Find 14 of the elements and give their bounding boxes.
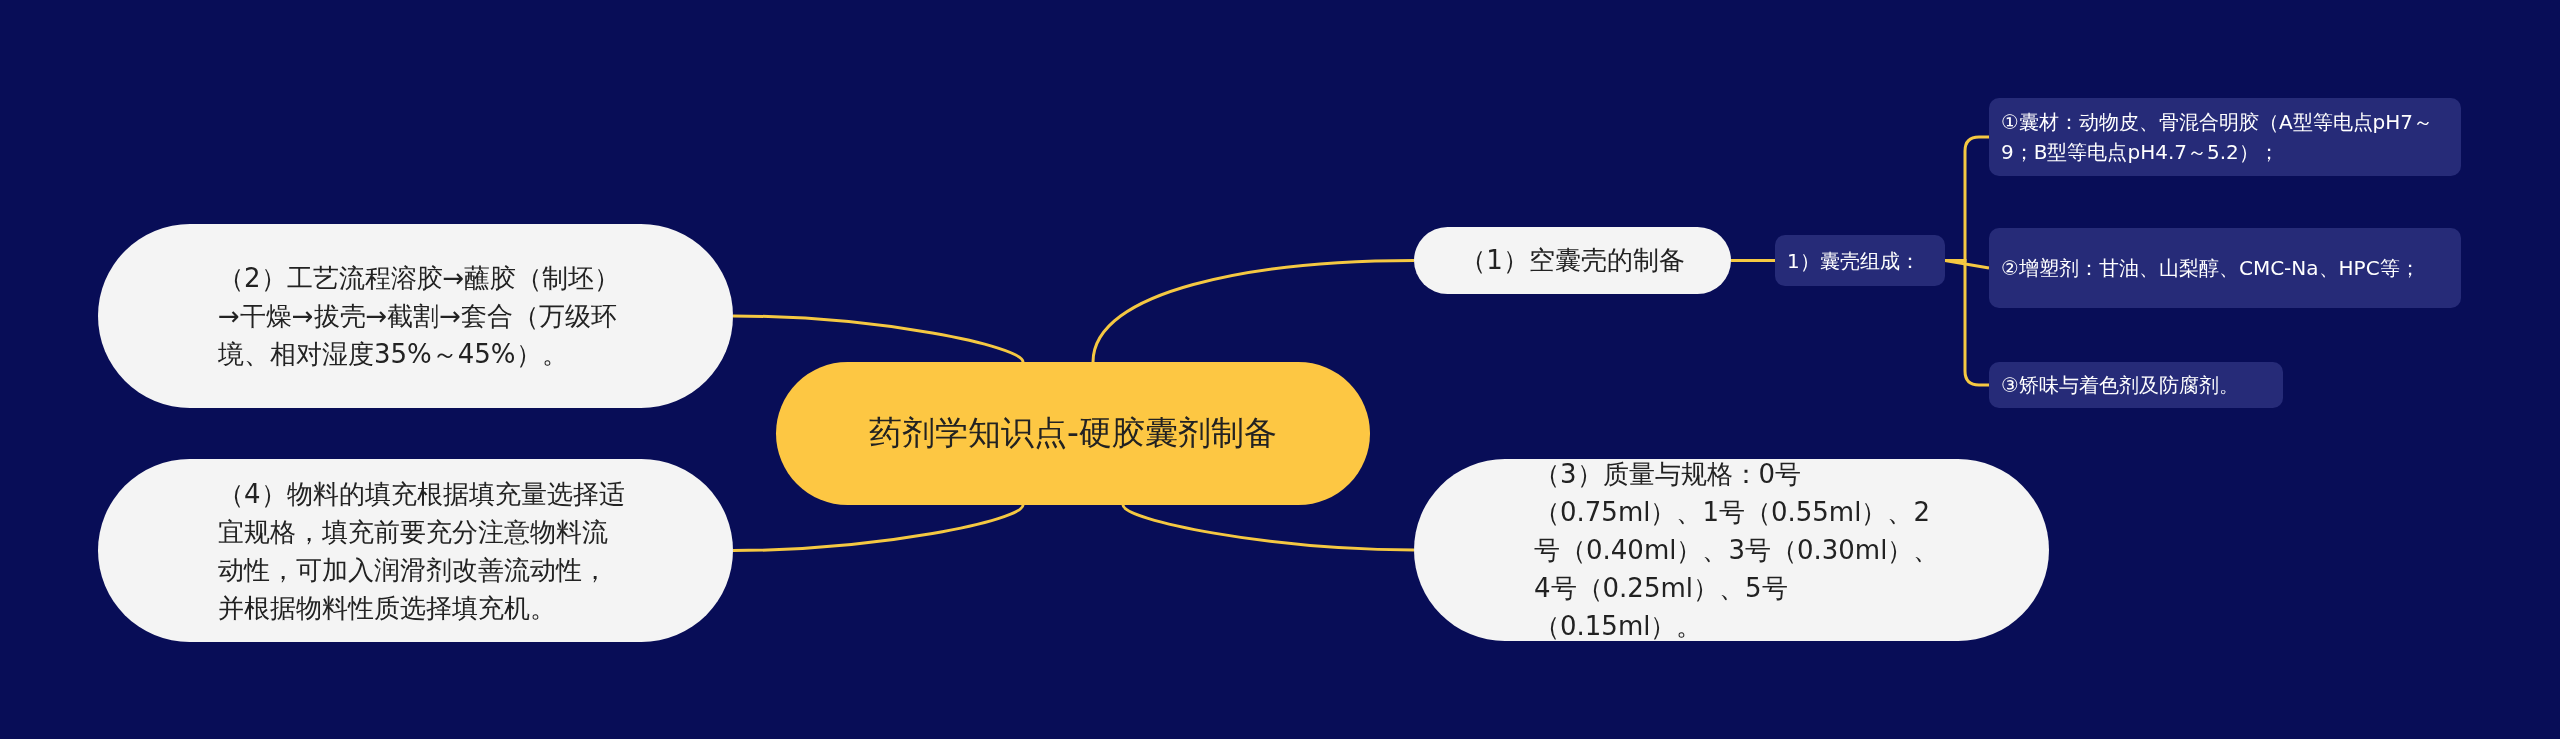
subtopic-box: ①囊材：动物皮、骨混合明胶（A型等电点pH7～9；B型等电点pH4.7～5.2）； bbox=[1989, 98, 2461, 176]
subtopic-box: ②增塑剂：甘油、山梨醇、CMC-Na、HPC等； bbox=[1989, 228, 2461, 308]
connector-line bbox=[732, 314, 1025, 363]
topic-pill: （4）物料的填充根据填充量选择适宜规格，填充前要充分注意物料流动性，可加入润滑剂改善流动性，并根据物料性质选择填充机。 bbox=[98, 459, 733, 642]
topic-pill: （1）空囊壳的制备 bbox=[1414, 227, 1731, 294]
connector-line bbox=[1091, 259, 1415, 363]
connector-line bbox=[1731, 259, 1775, 262]
subtopic-box: ③矫味与着色剂及防腐剂。 bbox=[1989, 362, 2283, 408]
connector-line bbox=[1121, 504, 1415, 552]
topic-pill: （3）质量与规格：0号（0.75ml）、1号（0.55ml）、2号（0.40ml）、3号（0.30ml）、4号（0.25ml）、5号（0.15ml）。 bbox=[1414, 459, 2049, 641]
subtopic-box: 1）囊壳组成： bbox=[1775, 235, 1945, 286]
central-topic-pill: 药剂学知识点-硬胶囊剂制备 bbox=[776, 362, 1370, 505]
connector-line bbox=[732, 504, 1025, 552]
topic-pill: （2）工艺流程溶胶→蘸胶（制坯）→干燥→拔壳→截割→套合（万级环境、相对湿度35%～45%）。 bbox=[98, 224, 733, 408]
